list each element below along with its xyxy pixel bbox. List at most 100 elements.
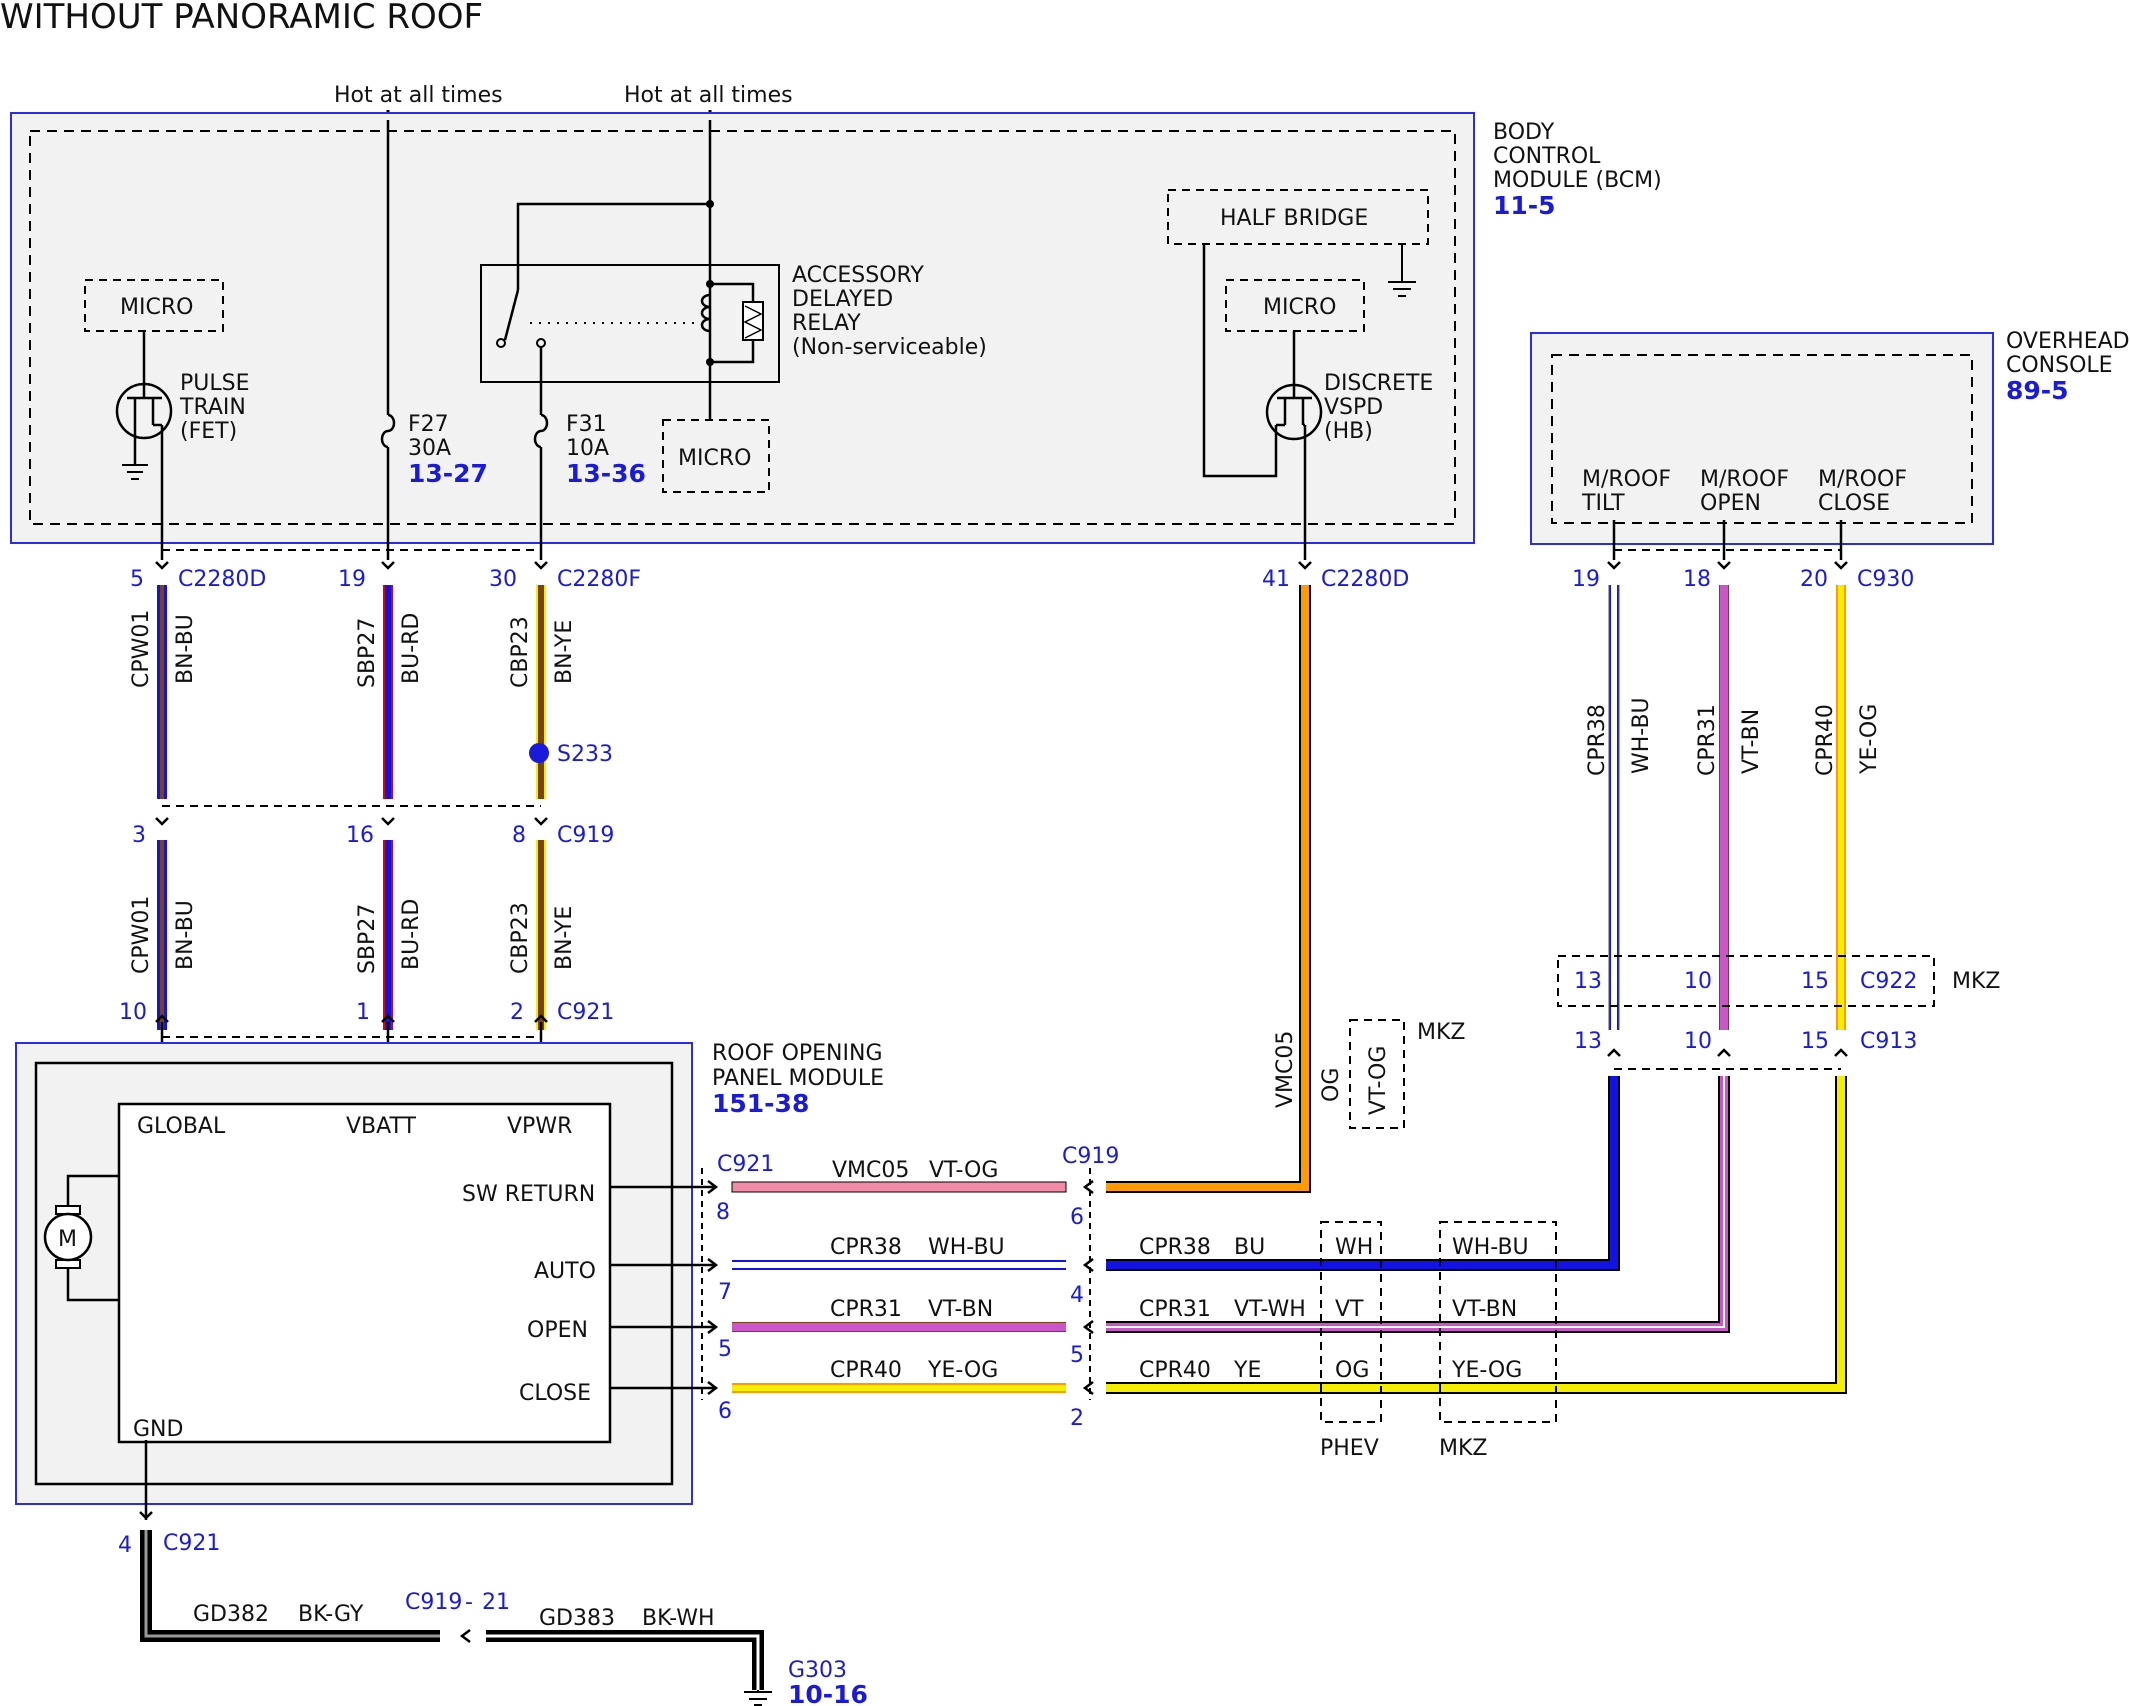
pin-number: 19 [1572,567,1600,592]
motor-icon [43,1174,119,1302]
overhead-name-line: OVERHEAD [2006,329,2130,354]
relay-icon [480,120,780,420]
wire-vmc05[interactable] [1106,561,1312,1193]
relay-label-line: DELAYED [792,287,893,312]
wire-color-label: BK-WH [642,1606,715,1631]
bcm-name-line: MODULE (BCM) [1493,168,1662,193]
power-feed-label: Hot at all times [334,83,503,108]
pin-label-vpwr: VPWR [507,1114,572,1139]
wire-cpw01[interactable] [155,561,169,1100]
pin-number: 19 [338,567,366,592]
pin-number: 15 [1801,969,1829,994]
overhead-ref-link[interactable]: 89-5 [2006,376,2069,405]
variant-color-phev: WH [1335,1235,1373,1260]
connector-name: C919 [557,823,614,848]
wire-sbp27[interactable] [381,561,395,1100]
overhead-output-label: TILT [1581,491,1625,516]
vspd-transistor-icon [1265,331,1323,560]
wire-color-label: BU [1234,1235,1265,1260]
pin-label-auto: AUTO [534,1259,596,1284]
variant-label-phev: PHEV [1320,1436,1379,1461]
pin-number: 4 [118,1533,132,1558]
wire-cbp23[interactable] [534,561,548,1100]
fet-transistor-icon [115,331,173,560]
pulse-train-line: PULSE [180,371,250,396]
wire-circuit-label: CPR38 [1139,1235,1211,1260]
wire-cpr40[interactable] [1106,561,1848,1394]
wire-cpr38[interactable] [1106,561,1621,1271]
connector-separator: - [465,1590,473,1615]
pin-number: 8 [512,823,526,848]
wire-color-label: VT-OG [929,1158,998,1183]
wire-circuit-label: CBP23 [508,616,533,688]
variant-color-phev: OG [1335,1358,1369,1383]
ground-circuit[interactable] [139,1511,764,1690]
bcm-name-line: BODY [1493,120,1555,145]
rop-name-line: ROOF OPENING [712,1041,883,1066]
micro-left-box [84,279,224,332]
connector-c922-box [1557,955,1935,1007]
fuse-f27-ref-link[interactable]: 13-27 [408,459,488,488]
harness-row-sw-return[interactable] [610,1180,1094,1194]
fuse-f27-rating: 30A [408,436,451,461]
harness-row-open[interactable] [610,1320,1094,1334]
variant-box-mkz [1439,1221,1557,1423]
fuse-f31-rating: 10A [566,436,609,461]
pin-number: 4 [1070,1283,1084,1308]
pin-number: 30 [489,567,517,592]
variant-color-phev: VT [1335,1297,1364,1322]
ground-ref-link[interactable]: 10-16 [788,1680,868,1706]
overhead-output-label: CLOSE [1818,491,1890,516]
fuse-f31-name: F31 [566,412,607,437]
connector-name: C921 [557,1000,614,1025]
wire-color-label: VT-BN [928,1297,993,1322]
wire-color-label: BU-RD [399,899,424,970]
wire-color-label: VT-BN [1739,709,1764,774]
motor-label: M [58,1227,77,1252]
connector-name: C2280F [557,567,641,592]
harness-row-auto[interactable] [610,1258,1094,1272]
wire-alt-color-label: VT-OG [1366,1046,1391,1115]
wire-circuit-label: GD383 [539,1606,615,1631]
pin-label-global: GLOBAL [137,1114,226,1139]
connector-name: C913 [1860,1029,1917,1054]
relay-label-line: (Non-serviceable) [792,335,987,360]
bcm-ref-link[interactable]: 11-5 [1493,191,1556,220]
rop-ref-link[interactable]: 151-38 [712,1089,809,1118]
connector-name: C2280D [178,567,266,592]
wire-circuit-label: CPR40 [830,1358,902,1383]
vspd-label-line: (HB) [1324,419,1373,444]
relay-label-line: ACCESSORY [792,263,924,288]
pin-number: 3 [132,823,146,848]
pin-number: 5 [1070,1343,1084,1368]
pin-number: 7 [718,1280,732,1305]
wire-color-label: BK-GY [298,1602,364,1627]
variant-label-mkz: MKZ [1439,1436,1487,1461]
pin-label-vbatt: VBATT [346,1114,417,1139]
wire-circuit-label: CPW01 [129,896,154,974]
micro-right-label: MICRO [1263,295,1336,320]
overhead-output-label: M/ROOF [1582,467,1671,492]
overhead-output-label: M/ROOF [1818,467,1907,492]
pin-number: 5 [718,1337,732,1362]
pin-number: 10 [1684,1029,1712,1054]
rop-name-line: PANEL MODULE [712,1066,884,1091]
connector-name: C930 [1857,567,1914,592]
roof-opening-panel-module: ROOF OPENING PANEL MODULE 151-38 GLOBAL … [15,1041,884,1520]
variant-box-phev [1320,1221,1382,1423]
wire-circuit-label: CPR38 [830,1235,902,1260]
vspd-label-line: VSPD [1324,395,1383,420]
fuse-f31-ref-link[interactable]: 13-36 [566,459,646,488]
harness-row-close[interactable] [610,1381,1094,1395]
wire-circuit-label: VMC05 [1273,1031,1298,1108]
wire-circuit-label: CBP23 [508,902,533,974]
pin-number: 15 [1801,1029,1829,1054]
wire-cpr31[interactable] [1106,561,1731,1333]
fuse-f31 [533,413,549,560]
wire-color-label: YE-OG [1857,704,1882,775]
wire-color-label: WH-BU [1629,697,1654,774]
micro-mid-box [662,419,770,493]
overhead-output-label: OPEN [1700,491,1761,516]
wire-circuit-label: CPW01 [129,610,154,688]
